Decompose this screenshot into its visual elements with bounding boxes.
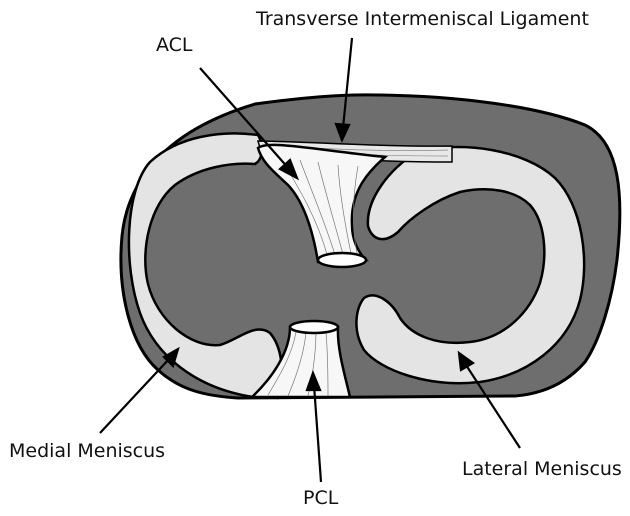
transverse-intermeniscal-ligament-label: Transverse Intermeniscal Ligament — [256, 10, 589, 29]
acl-label: ACL — [156, 36, 193, 55]
acl-tibial-attachment — [318, 253, 366, 267]
medial-meniscus-label: Medial Meniscus — [9, 442, 165, 461]
pcl-tibial-attachment — [290, 321, 338, 333]
medial-leader-line — [100, 358, 170, 433]
lateral-meniscus-label: Lateral Meniscus — [462, 460, 622, 479]
pcl-label: PCL — [303, 489, 338, 508]
pcl-leader-line — [314, 385, 321, 482]
